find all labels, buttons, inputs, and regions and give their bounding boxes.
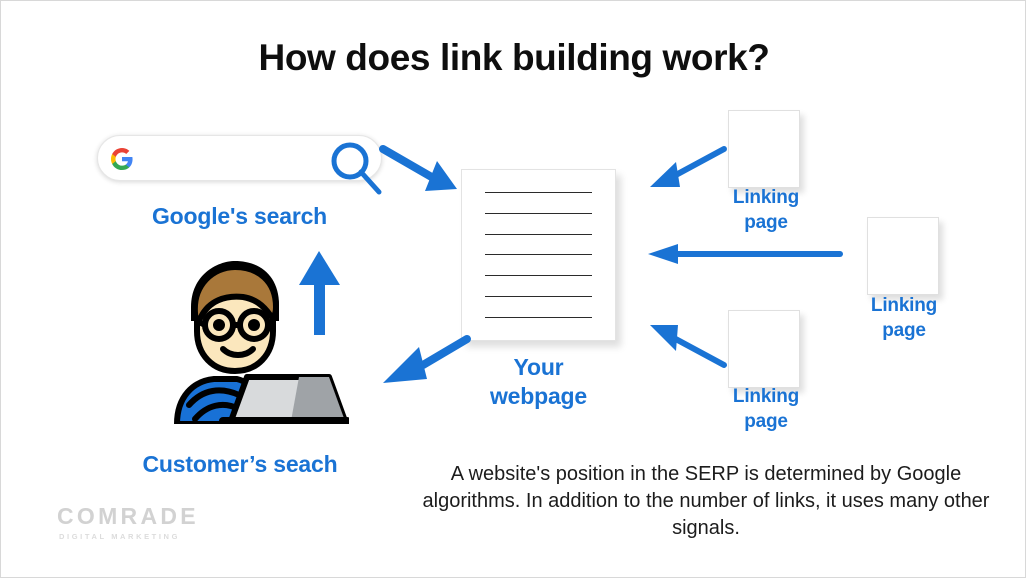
- document-line: [485, 212, 592, 214]
- arrow-top-linkpage-to-webpage: [650, 146, 727, 187]
- linking-page-label-line2: page: [744, 212, 788, 233]
- document-line: [485, 296, 592, 298]
- linking-page-label-line2: page: [882, 320, 926, 341]
- page-title: How does link building work?: [258, 37, 770, 78]
- document-line: [485, 316, 592, 318]
- linking-page-right: [867, 217, 939, 295]
- document-line: [485, 275, 592, 277]
- comrade-logo-tagline: DIGITAL MARKETING: [59, 532, 181, 541]
- document-line: [485, 254, 592, 256]
- your-webpage-label-line1: Your: [513, 354, 564, 380]
- your-webpage-label: Your webpage: [451, 353, 626, 411]
- arrow-webpage-to-customer: [383, 335, 471, 383]
- arrow-bottom-linkpage-to-webpage: [650, 325, 727, 368]
- document-line: [485, 233, 592, 235]
- comrade-logo-name: COMRADE: [57, 503, 199, 529]
- linking-page-bottom: [728, 310, 800, 388]
- search-magnifier-icon: [331, 142, 382, 195]
- linking-page-label-line1: Linking: [870, 295, 938, 316]
- linking-page-right-label: Linking page: [839, 293, 969, 343]
- arrow-search-to-webpage: [379, 145, 457, 191]
- google-g-logo-icon: [111, 148, 133, 170]
- linking-page-label-line1: Linking: [732, 386, 800, 407]
- google-search-label: Google's search: [151, 203, 328, 229]
- linking-page-top-label: Linking page: [701, 185, 831, 235]
- comrade-logo: COMRADE DIGITAL MARKETING: [57, 504, 257, 541]
- arrow-customer-to-search: [299, 251, 340, 335]
- man-technologist-avatar: [174, 261, 349, 424]
- linking-page-label-line1: Linking: [732, 187, 800, 208]
- document-line: [485, 192, 592, 193]
- arrow-right-linkpage-to-webpage: [648, 244, 843, 264]
- linking-page-label-line2: page: [744, 411, 788, 432]
- customer-search-label: Customer’s seach: [142, 451, 338, 477]
- document-lines: [485, 192, 592, 318]
- your-webpage-document: [461, 169, 616, 341]
- linking-page-top: [728, 110, 800, 188]
- your-webpage-label-line2: webpage: [489, 383, 587, 409]
- caption-text: A website's position in the SERP is dete…: [422, 463, 990, 539]
- linking-page-bottom-label: Linking page: [701, 384, 831, 434]
